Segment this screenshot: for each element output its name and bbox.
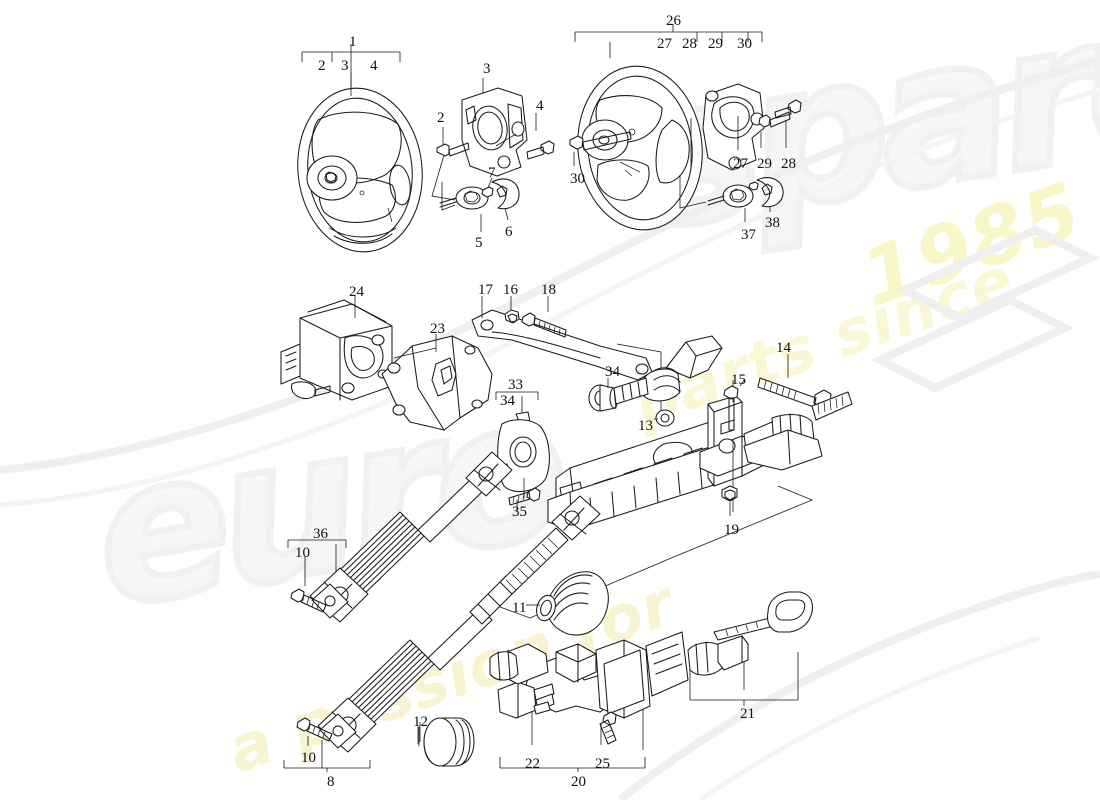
screw-7 [481,186,494,198]
part-callout-17: 17 [478,282,493,298]
part-callout-38: 38 [765,215,780,231]
part-callout-26: 26 [666,13,681,29]
lock-cylinder-21 [687,591,813,706]
part-callout-14: 14 [776,340,791,356]
part-callout-27: 27 [733,156,748,172]
nut-19 [721,485,738,516]
lower-steering-shaft-8 [283,495,601,772]
spring-clip-6 [491,178,520,210]
horn-contact-37 [679,118,754,222]
steering-wheel-right [577,65,703,231]
spring-clip-38 [748,177,784,212]
part-callout-37: 37 [741,227,756,243]
part-callout-20: 20 [571,774,586,790]
part-callout-25: 25 [595,756,610,772]
part-callout-13: 13 [638,418,653,434]
part-callout-2: 2 [318,58,326,74]
part-callout-10: 10 [295,545,310,561]
part-callout-22: 22 [525,756,540,772]
part-callout-11: 11 [512,600,527,616]
steering-wheel-mount-bracket-right [702,83,765,171]
part-callout-24: 24 [349,284,364,300]
part-callout-6: 6 [505,224,513,240]
part-group-26-bracket [574,24,763,58]
part-callout-2: 2 [437,110,445,126]
cap-12 [417,717,475,767]
upper-steering-shaft-36 [287,451,513,623]
bolt-2-left [436,142,470,157]
part-callout-18: 18 [541,282,556,298]
bushing-34-left [588,343,662,420]
mounting-plate-23 [381,334,493,431]
part-callout-4: 4 [370,58,378,74]
part-callout-35: 35 [512,504,527,520]
part-callout-3: 3 [341,58,349,74]
part-callout-34: 34 [500,393,515,409]
part-callout-33: 33 [508,377,523,393]
bushing-13 [654,409,675,427]
bolt-28-right [774,99,802,148]
part-callout-16: 16 [503,282,518,298]
part-callout-30: 30 [570,171,585,187]
bolt-25 [599,711,617,745]
part-callout-34: 34 [605,364,620,380]
part-callout-29: 29 [757,156,772,172]
bolt-29-right [758,111,791,148]
switch-module-24 [280,296,393,401]
part-callout-8: 8 [327,774,335,790]
part-callout-28: 28 [682,36,697,52]
part-callout-29: 29 [708,36,723,52]
long-bolt-14 [757,354,832,409]
bolt-18 [521,296,567,338]
part-callout-4: 4 [536,98,544,114]
part-callout-27: 27 [657,36,672,52]
part-callout-19: 19 [724,522,739,538]
part-callout-36: 36 [313,526,328,542]
part-callout-28: 28 [781,156,796,172]
steering-wheel-mount-bracket-left [461,87,528,177]
part-callout-23: 23 [430,321,445,337]
rack-shaft-right [743,391,853,471]
upper-shaft-assembly [613,335,723,405]
part-callout-10: 10 [301,750,316,766]
boot-11 [526,571,609,636]
part-callout-3: 3 [483,61,491,77]
part-callout-21: 21 [740,706,755,722]
horn-contact-5 [439,186,489,210]
bolt-10-lower [296,717,333,742]
bolt-10-upper [290,588,327,613]
part-callout-1: 1 [349,34,357,50]
part-callout-30: 30 [737,36,752,52]
bolt-4-left [526,140,555,160]
nut-16 [504,296,520,324]
background-interior-contours [0,56,1100,800]
bolt-30-left [569,131,632,166]
part-callout-7: 7 [488,165,496,181]
ignition-switch-assembly-20 [489,631,689,772]
part-callout-12: 12 [413,714,428,730]
bolt-15 [723,379,745,431]
part-callout-5: 5 [475,235,483,251]
part-callout-15: 15 [731,372,746,388]
steering-wheel-left [297,87,423,253]
bolt-35 [508,487,541,512]
